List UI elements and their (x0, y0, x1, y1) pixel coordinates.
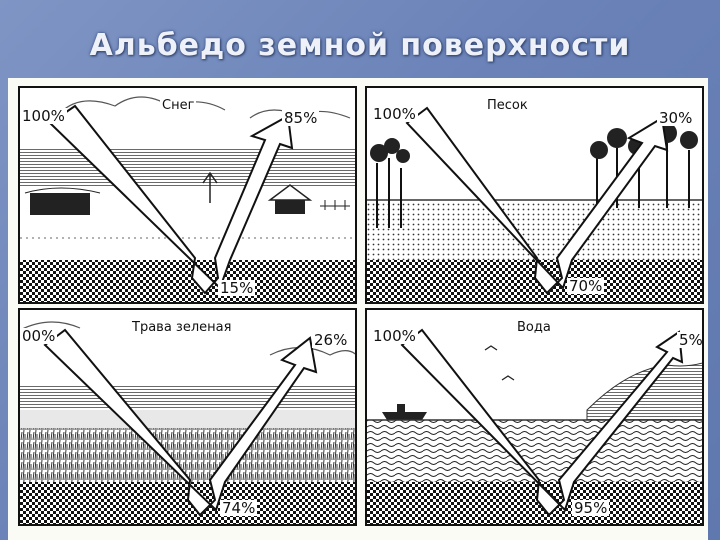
water-illustration (367, 328, 702, 524)
water-incoming: 100% (371, 327, 418, 345)
grass-absorbed: 74% (220, 499, 258, 517)
sand-illustration (367, 106, 702, 302)
slide-title: Альбедо земной поверхности (89, 28, 631, 63)
grass-reflected: 26% (312, 331, 350, 349)
albedo-diagram-sheet: Снег 100% 85% 15% Песок 100% 30% 70% (8, 78, 708, 540)
water-absorbed: 95% (572, 499, 610, 517)
panel-water: Вода 100% 5% 95% (365, 308, 704, 526)
panel-snow: Снег 100% 85% 15% (18, 86, 357, 304)
snow-incoming: 100% (20, 107, 67, 125)
panel-sand: Песок 100% 30% 70% (365, 86, 704, 304)
snow-illustration (20, 96, 355, 302)
panel-grass: Трава зеленая 00% 26% 74% (18, 308, 357, 526)
grass-label: Трава зеленая (130, 320, 234, 336)
sand-reflected: 30% (657, 109, 695, 127)
snow-absorbed: 15% (218, 279, 256, 297)
sand-label: Песок (485, 98, 530, 114)
water-reflected: 5% (677, 331, 703, 349)
sand-incoming: 100% (371, 105, 418, 123)
snow-label: Снег (160, 98, 197, 114)
grass-incoming: 00% (20, 327, 58, 345)
water-label: Вода (515, 320, 553, 336)
grass-illustration (20, 321, 355, 524)
snow-reflected: 85% (282, 109, 320, 127)
sand-absorbed: 70% (567, 277, 605, 295)
